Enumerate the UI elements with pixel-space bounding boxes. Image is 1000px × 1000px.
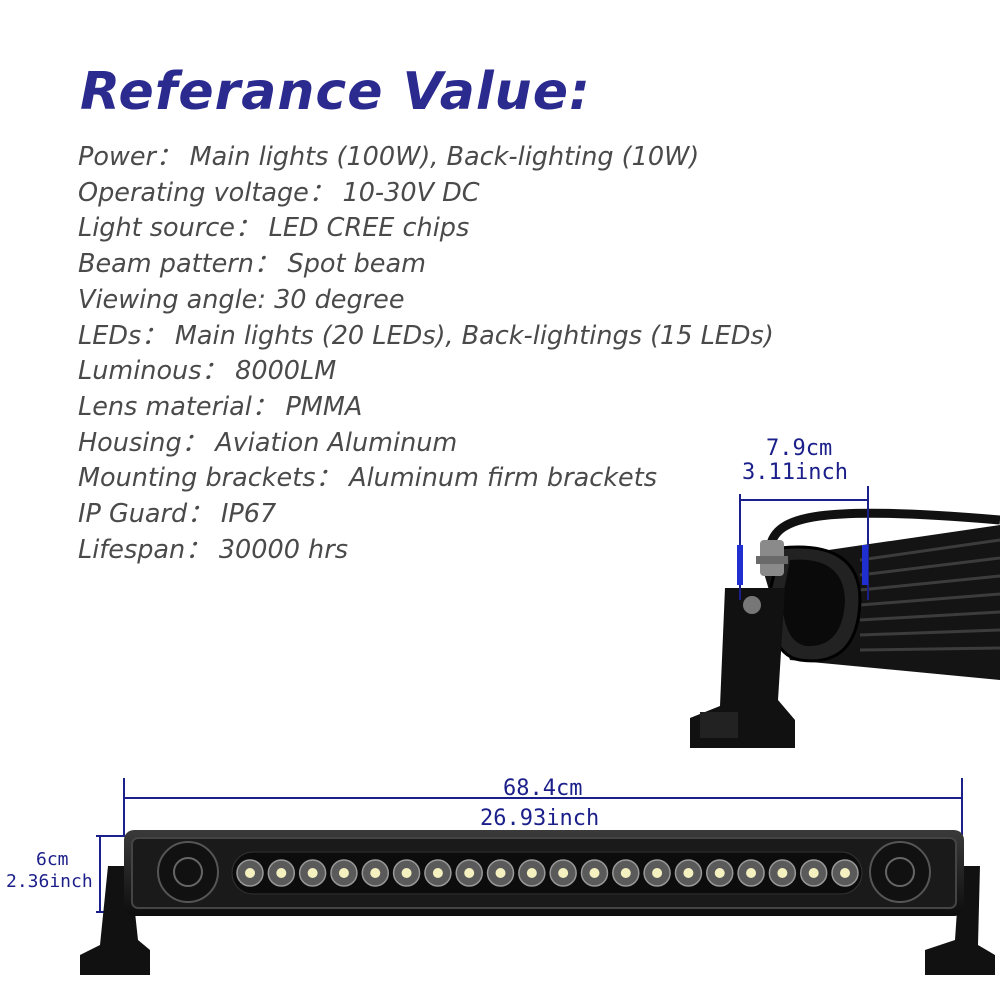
led-chip — [589, 868, 600, 878]
led-chip — [276, 868, 287, 878]
spec-operating-voltage: Operating voltage： 10-30V DC — [78, 176, 774, 212]
spec-value: PMMA — [285, 391, 363, 422]
cable — [765, 508, 1000, 549]
spec-value: IP67 — [220, 499, 277, 530]
spec-label: Luminous： — [78, 356, 228, 387]
spec-label: Housing： — [78, 427, 208, 458]
bracket-bolt — [743, 596, 761, 614]
depth-cm-label: 7.9cm — [766, 436, 833, 461]
led-chip — [401, 868, 412, 878]
led-chip — [464, 868, 475, 878]
left-logo-badge — [157, 841, 219, 903]
led-chip — [558, 868, 569, 878]
length-inch-label: 26.93inch — [480, 806, 600, 831]
spec-label: Light source： — [78, 213, 261, 244]
spec-list: Power： Main lights (100W), Back-lighting… — [78, 140, 774, 568]
end-cap-recess — [782, 559, 845, 647]
spec-value: Main lights (100W), Back-lighting (10W) — [189, 142, 700, 172]
led-chip — [683, 868, 694, 878]
led-chip — [652, 868, 663, 878]
spec-luminous: Luminous： 8000LM — [78, 354, 774, 390]
spec-label: Power： — [78, 142, 182, 172]
height-inch-label: 2.36inch — [6, 871, 93, 892]
heat-fins — [859, 538, 1000, 652]
spec-label: Beam pattern： — [78, 249, 280, 280]
right-bracket — [925, 866, 995, 975]
spec-value: LED CREE chips — [268, 213, 470, 244]
spec-light-source: Light source： LED CREE chips — [78, 211, 774, 247]
spec-value: Spot beam — [287, 249, 426, 280]
spec-label: Viewing angle: — [78, 284, 266, 315]
length-cm-label: 68.4cm — [503, 776, 583, 801]
spec-label: Lifespan： — [78, 534, 211, 565]
spec-label: IP Guard： — [78, 499, 213, 530]
led-chip — [526, 868, 537, 878]
spec-value: 10-30V DC — [342, 177, 480, 208]
page-title: Referance Value: — [80, 62, 591, 122]
spec-power: Power： Main lights (100W), Back-lighting… — [78, 140, 774, 176]
spec-beam-pattern: Beam pattern： Spot beam — [78, 247, 774, 283]
led-chip — [245, 868, 255, 878]
spec-value: Main lights (20 LEDs), Back-lightings (1… — [174, 320, 774, 351]
led-chip — [338, 868, 349, 878]
spec-label: Mounting brackets： — [78, 463, 342, 494]
spec-label: Operating voltage： — [78, 177, 335, 208]
spec-value: 8000LM — [235, 356, 337, 387]
length-dimension-lines — [123, 778, 963, 835]
spec-value: Aluminum firm brackets — [349, 463, 657, 494]
led-chip — [307, 868, 318, 878]
led-chip — [370, 868, 381, 878]
led-strip — [231, 851, 863, 895]
led-chip — [495, 868, 506, 878]
spec-lens-material: Lens material： PMMA — [78, 390, 774, 426]
led-chip — [432, 868, 443, 878]
spec-mounting-brackets: Mounting brackets： Aluminum firm bracket… — [78, 461, 774, 497]
spec-value: Aviation Aluminum — [215, 427, 458, 458]
spec-value: 30000 hrs — [218, 534, 348, 565]
led-chip — [714, 868, 725, 878]
led-chip — [777, 868, 788, 878]
spec-housing: Housing： Aviation Aluminum — [78, 426, 774, 462]
led-array — [236, 859, 859, 887]
led-chip — [620, 868, 631, 878]
side-bracket — [690, 588, 795, 748]
led-chip — [840, 868, 850, 878]
height-cm-label: 6cm — [36, 849, 69, 870]
right-logo-badge — [869, 841, 931, 903]
spec-ip-guard: IP Guard： IP67 — [78, 497, 774, 533]
depth-inch-label: 3.11inch — [742, 460, 848, 485]
spec-lifespan: Lifespan： 30000 hrs — [78, 533, 774, 569]
spec-value: 30 degree — [274, 284, 405, 315]
led-chip — [746, 868, 757, 878]
led-chip — [808, 868, 819, 878]
spec-viewing-angle: Viewing angle: 30 degree — [78, 283, 774, 319]
spec-label: Lens material： — [78, 391, 278, 422]
spec-label: LEDs： — [78, 320, 167, 351]
spec-leds: LEDs： Main lights (20 LEDs), Back-lighti… — [78, 319, 774, 355]
